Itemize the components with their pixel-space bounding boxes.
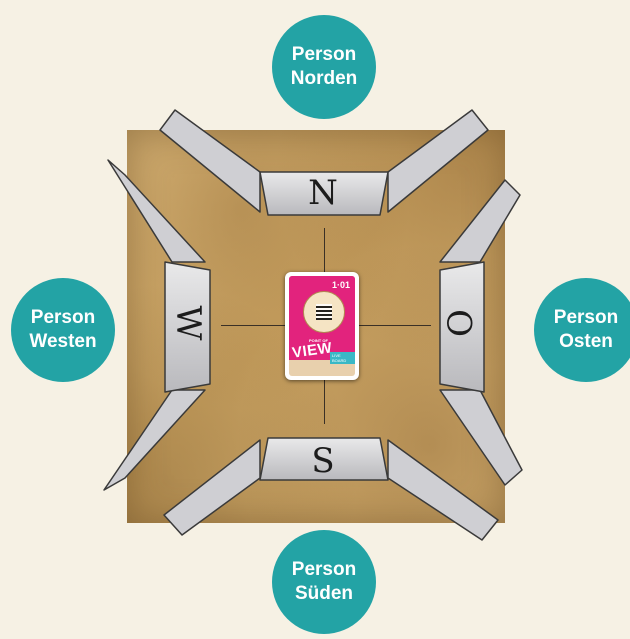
compass-icon xyxy=(303,291,345,333)
wall-label-east: O xyxy=(444,303,478,343)
player-west-line2: Westen xyxy=(29,330,96,354)
wall-label-west: W xyxy=(171,303,205,343)
player-east-line2: Osten xyxy=(559,330,613,354)
player-north-line1: Person xyxy=(292,43,356,67)
player-south: Person Süden xyxy=(272,530,376,634)
player-south-line2: Süden xyxy=(295,582,353,606)
player-west: Person Westen xyxy=(11,278,115,382)
card-tag: LIVE BOARD xyxy=(330,352,355,364)
player-east-line1: Person xyxy=(554,306,618,330)
player-north-line2: Norden xyxy=(291,67,358,91)
wall-south-left-wing xyxy=(164,440,260,535)
player-east: Person Osten xyxy=(534,278,630,382)
qr-code-icon xyxy=(316,304,332,320)
wall-east-bottom-wing xyxy=(440,390,522,485)
wall-east-top-wing xyxy=(440,180,520,262)
card-number: 1·01 xyxy=(332,280,350,290)
wall-south-right-wing xyxy=(388,440,498,540)
wall-label-north: N xyxy=(303,176,343,210)
game-card[interactable]: 1·01 POINT OF VIEW LIVE BOARD xyxy=(285,272,359,380)
player-west-line1: Person xyxy=(31,306,95,330)
card-face: 1·01 POINT OF VIEW LIVE BOARD xyxy=(289,276,355,376)
wall-label-south: S xyxy=(303,444,343,478)
wall-west-bottom-wing xyxy=(104,390,205,490)
player-south-line1: Person xyxy=(292,558,356,582)
wall-north-left-wing xyxy=(160,110,260,212)
wall-west-top-wing xyxy=(108,160,205,262)
wall-north-right-wing xyxy=(388,110,488,212)
player-north: Person Norden xyxy=(272,15,376,119)
